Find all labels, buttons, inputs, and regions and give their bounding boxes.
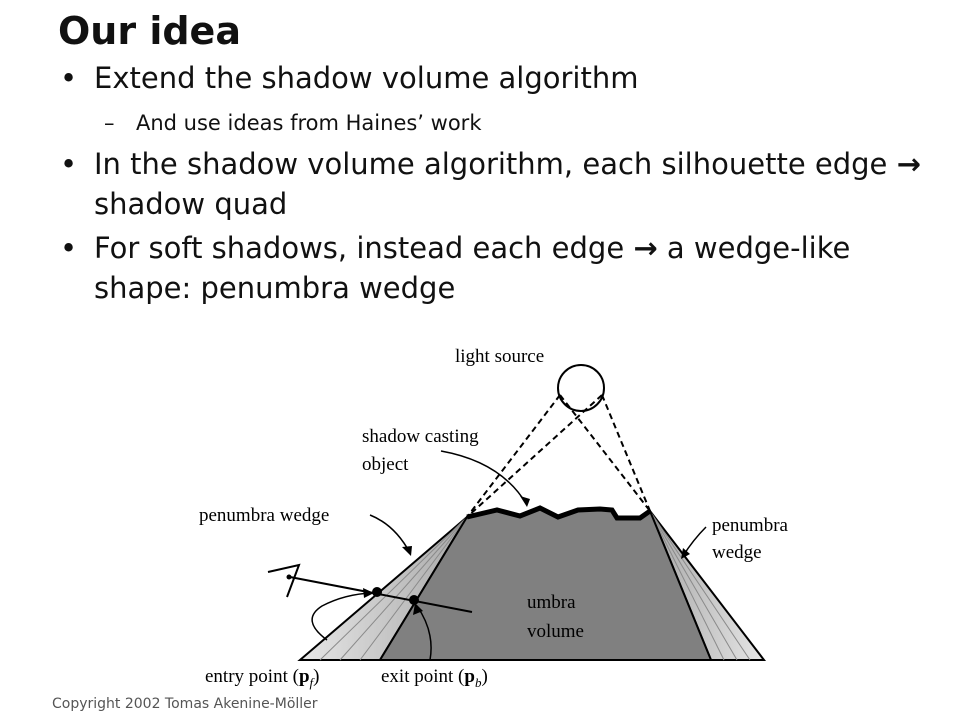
bullet-text-part: shadow quad [94, 187, 288, 221]
light-source [557, 364, 605, 412]
exit-suffix: ) [481, 666, 487, 687]
label-umbra: umbra [527, 592, 576, 613]
label-penumbra-wedge-left: penumbra wedge [199, 505, 329, 526]
light-ray [559, 394, 651, 512]
light-ray [466, 394, 603, 518]
arrowhead [520, 496, 530, 507]
label-object: object [362, 454, 409, 475]
eye-icon [267, 563, 301, 598]
label-shadow-casting: shadow casting [362, 426, 479, 447]
bullet-marker: • [60, 61, 78, 95]
entry-prefix: entry point ( [205, 666, 299, 687]
arrowhead [363, 588, 374, 598]
subbullet-text: And use ideas from Haines’ work [136, 111, 482, 135]
bullet-extend: • Extend the shadow volume algorithm [58, 58, 938, 98]
bullet-text: Extend the shadow volume algorithm [94, 61, 639, 95]
subbullet-haines: – And use ideas from Haines’ work [58, 108, 938, 138]
exit-sub: b [475, 675, 482, 690]
penumbra-band-line [339, 516, 468, 661]
label-volume: volume [527, 621, 584, 642]
penumbra-band-line [319, 516, 468, 661]
shadow-casting-leader [440, 450, 528, 506]
arrowhead [681, 548, 690, 559]
label-exit-point: exit point (pb) [381, 666, 488, 690]
label-light-source: light source [455, 346, 544, 367]
label-entry-point: entry point (pf) [205, 666, 319, 690]
entry-sub: f [310, 675, 316, 690]
bullet-text-part: In the shadow volume algorithm, each sil… [94, 147, 897, 181]
entry-point-leader [311, 592, 373, 641]
right-arrow-icon: → [896, 147, 921, 181]
bullet-marker: • [60, 231, 78, 265]
entry-suffix: ) [313, 666, 319, 687]
exit-point-marker [409, 595, 419, 605]
shadow-casting-object [466, 505, 652, 521]
exit-prefix: exit point ( [381, 666, 464, 687]
bullet-text-part: For soft shadows, instead each edge [94, 231, 634, 265]
right-arrow-icon: → [633, 231, 658, 265]
bullet-soft-shadows: • For soft shadows, instead each edge → … [58, 228, 938, 308]
entry-var: p [299, 666, 310, 687]
light-ray [466, 394, 561, 518]
light-ray [601, 394, 651, 512]
penumbra-band-line [649, 510, 738, 661]
penumbra-band-line [649, 510, 751, 661]
bullet-marker: • [60, 147, 78, 181]
bullet-list: • Extend the shadow volume algorithm – A… [58, 58, 938, 308]
exit-var: p [464, 666, 475, 687]
penumbra-band-line [359, 516, 468, 661]
entry-point-marker [372, 587, 382, 597]
label-penumbra-right: penumbra [712, 515, 789, 536]
arrowhead [402, 546, 412, 556]
bullet-text-part: a wedge-like shape: penumbra wedge [94, 231, 851, 305]
penumbra-band-line [649, 510, 725, 661]
label-wedge-right: wedge [712, 542, 762, 563]
slide-title: Our idea [58, 9, 241, 53]
subbullet-marker: – [104, 111, 115, 135]
bullet-shadow-volume: • In the shadow volume algorithm, each s… [58, 144, 938, 224]
arrowhead [413, 603, 423, 615]
copyright-notice: Copyright 2002 Tomas Akenine-Möller [52, 696, 318, 712]
